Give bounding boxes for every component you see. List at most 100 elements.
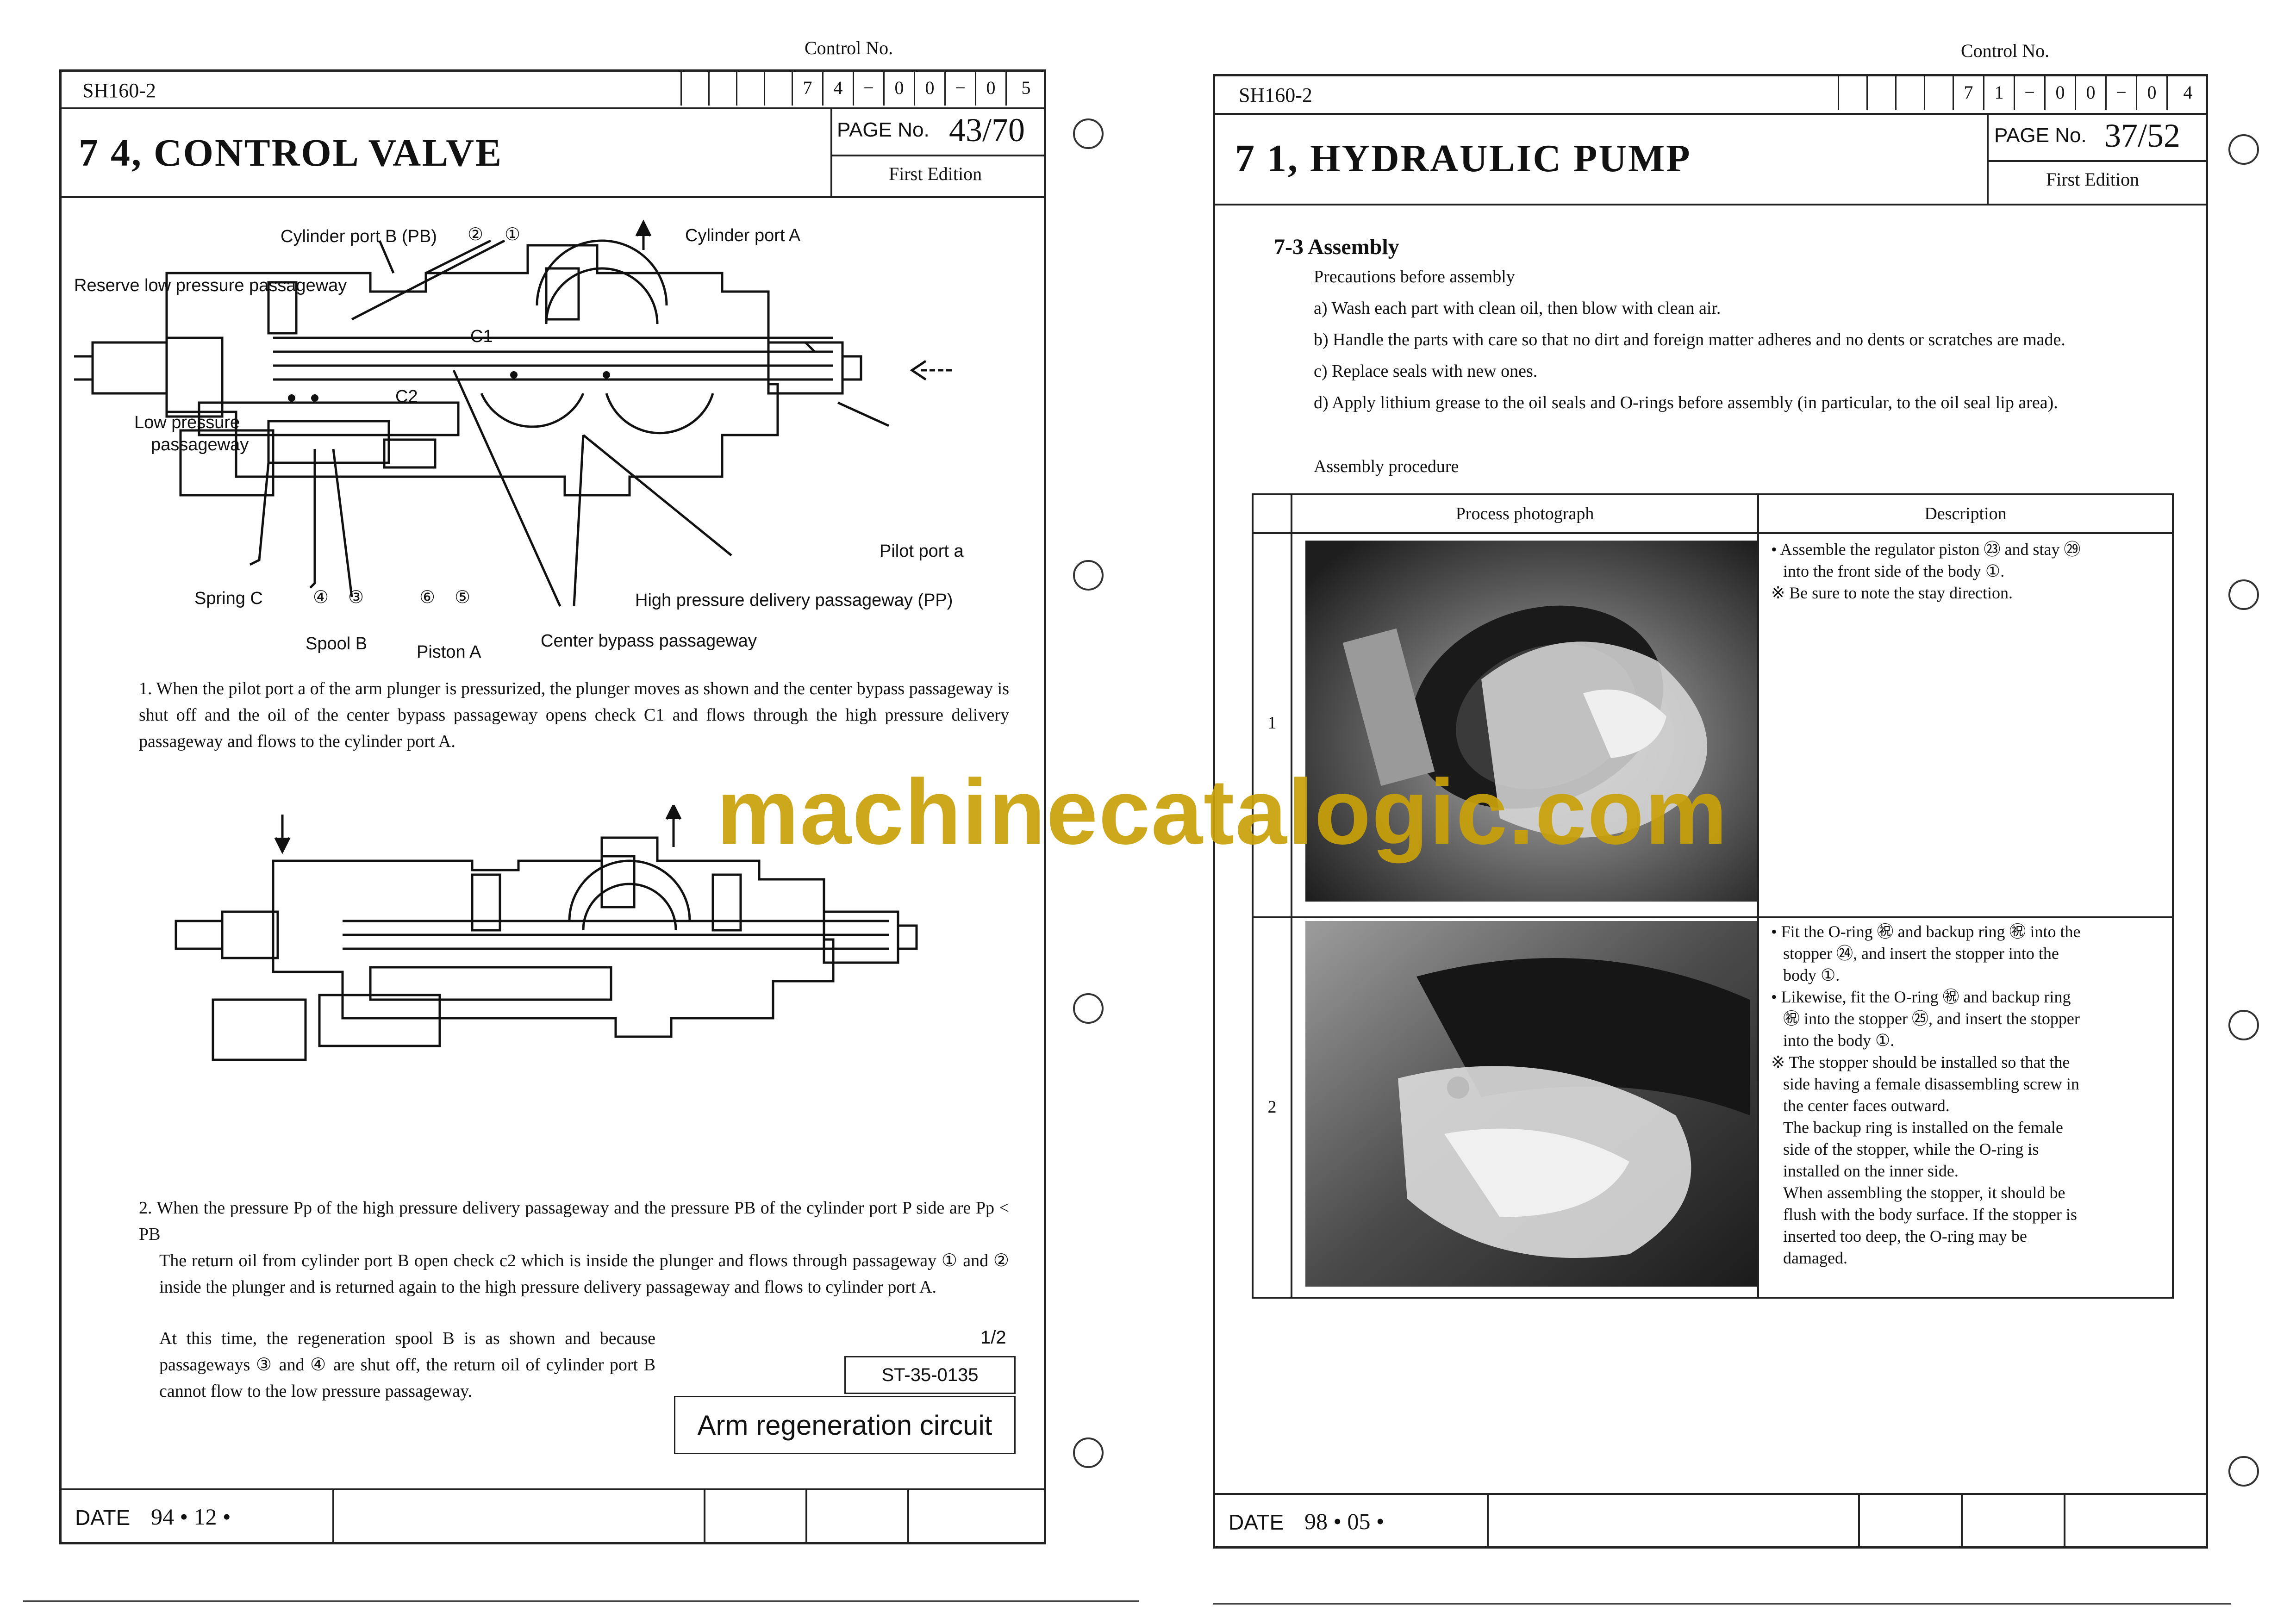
page-title: 7 1, HYDRAULIC PUMP (1235, 137, 1691, 180)
desc-line: damaged. (1783, 1249, 1847, 1267)
photo-1-image (1305, 541, 1757, 902)
control-cell-blank (1866, 74, 1895, 110)
label-c2: C2 (395, 387, 418, 406)
table-row-divider (1254, 532, 2172, 534)
table-col-divider (1757, 495, 1759, 1297)
binder-hole (1073, 560, 1104, 591)
model-number: SH160-2 (1239, 84, 1312, 106)
desc-line: • Fit the O-ring ㊗ and backup ring ㊗ int… (1771, 922, 2081, 941)
desc-line: The backup ring is installed on the fema… (1783, 1118, 2063, 1137)
step-2-description: • Fit the O-ring ㊗ and backup ring ㊗ int… (1771, 921, 2169, 1269)
control-cell-digit: 7 (792, 69, 822, 106)
control-cell-digit: 0 (975, 69, 1005, 106)
model-number: SH160-2 (82, 79, 156, 102)
control-cell-digit: 0 (883, 69, 914, 106)
paragraph-2: 2. When the pressure Pp of the high pres… (139, 1195, 1009, 1300)
title-divider (1987, 113, 1989, 204)
precaution-item: d) Apply lithium grease to the oil seals… (1314, 393, 2058, 412)
label-num-5: ⑤ (455, 588, 471, 607)
desc-line: side of the stopper, while the O-ring is (1783, 1140, 2039, 1158)
process-photo-2 (1305, 921, 1757, 1287)
page-number: 43/70 (949, 112, 1025, 149)
date-value: 98 • 05 • (1304, 1508, 1385, 1534)
desc-line: body ①. (1783, 966, 1840, 984)
label-cylinder-port-b: Cylinder port B (PB) (281, 227, 437, 246)
label-num-1: ① (505, 225, 521, 244)
control-valve-diagram-1 (74, 219, 954, 607)
left-bottom-rule (23, 1600, 1139, 1602)
label-num-2: ② (468, 225, 484, 244)
edition-label: First Edition (889, 163, 982, 184)
control-no-label: Control No. (805, 37, 893, 58)
control-cell-blank (708, 69, 736, 106)
desc-line: ※ Be sure to note the stay direction. (1771, 584, 2013, 602)
desc-line: ※ The stopper should be installed so tha… (1771, 1053, 2070, 1071)
page-title: 7 4, CONTROL VALVE (79, 131, 503, 174)
binder-hole (2228, 579, 2259, 610)
control-cell-blank (1895, 74, 1924, 110)
label-high-pressure-passageway: High pressure delivery passageway (PP) (635, 591, 953, 610)
label-low-pressure-1: Low pressure (134, 413, 240, 432)
date-label: DATE (75, 1506, 131, 1530)
step-1-description: • Assemble the regulator piston ㉓ and st… (1771, 539, 2169, 604)
procedure-title: Assembly procedure (1314, 457, 1459, 476)
reference-title: Arm regeneration circuit (674, 1396, 1016, 1454)
control-cell-dash: − (944, 69, 975, 106)
paragraph-2-line-2: The return oil from cylinder port B open… (159, 1251, 1009, 1297)
date-label: DATE (1229, 1510, 1284, 1534)
desc-line: stopper ㉔, and insert the stopper into t… (1783, 944, 2059, 963)
control-valve-diagram-2 (175, 805, 918, 1061)
footer-cell-divider (1487, 1493, 1489, 1549)
header-divider (59, 107, 1046, 109)
control-cell-digit: 1 (1983, 74, 2014, 110)
reference-code: ST-35-0135 (844, 1356, 1016, 1394)
desc-line: When assembling the stopper, it should b… (1783, 1183, 2065, 1202)
step-number: 1 (1267, 713, 1277, 733)
desc-line: into the front side of the body ①. (1783, 562, 2005, 580)
desc-line: installed on the inner side. (1783, 1162, 1959, 1180)
control-no-label: Control No. (1961, 40, 2050, 61)
label-spool-b: Spool B (306, 634, 368, 653)
binder-hole (2228, 1010, 2259, 1040)
watermark-text: machinecatalogic.com (717, 760, 1728, 864)
desc-line: flush with the body surface. If the stop… (1783, 1205, 2077, 1224)
footer-cell-divider (805, 1488, 807, 1544)
control-cell-digit: 0 (2136, 74, 2166, 110)
control-cell-digit: 0 (2075, 74, 2105, 110)
edition-label: First Edition (2046, 169, 2140, 190)
control-cell-digit: 5 (1005, 69, 1045, 106)
footer-cell-divider (1961, 1493, 1963, 1549)
control-number-grid: 7 1 − 0 0 − 0 4 (1838, 74, 2208, 112)
page-no-divider (1987, 160, 2208, 162)
page-no-label: PAGE No. (837, 118, 930, 141)
desc-line: into the body ①. (1783, 1031, 1895, 1050)
label-center-bypass: Center bypass passageway (541, 631, 757, 651)
control-cell-dash: − (2014, 74, 2044, 110)
control-cell-dash: − (2105, 74, 2136, 110)
sheet-fraction: 1/2 (980, 1327, 1006, 1348)
label-reserve-low-pressure: Reserve low pressure passageway (74, 276, 347, 295)
control-number-grid: 7 4 − 0 0 − 0 5 (680, 69, 1046, 106)
label-cylinder-port-a: Cylinder port A (685, 226, 801, 245)
procedure-table: Process photograph Description 1 (1252, 493, 2174, 1299)
section-title: 7-3 Assembly (1274, 235, 1399, 259)
footer-cell-divider (907, 1488, 909, 1544)
label-low-pressure-2: passageway (151, 435, 249, 454)
title-divider (830, 107, 832, 196)
control-cell-blank (736, 69, 764, 106)
desc-line: inserted too deep, the O-ring may be (1783, 1227, 2027, 1245)
date-value: 94 • 12 • (151, 1504, 231, 1530)
control-cell-blank (680, 69, 708, 106)
control-cell-digit: 0 (914, 69, 944, 106)
paragraph-1: 1. When the pilot port a of the arm plun… (139, 676, 1009, 755)
desc-line: side having a female disassembling screw… (1783, 1075, 2079, 1093)
paragraph-2-line-3: At this time, the regeneration spool B i… (159, 1329, 655, 1401)
page-no-label: PAGE No. (1994, 124, 2087, 147)
label-num-6: ⑥ (419, 588, 436, 607)
header-divider (1213, 113, 2208, 115)
desc-line: • Assemble the regulator piston ㉓ and st… (1771, 540, 2081, 559)
precaution-item: c) Replace seals with new ones. (1314, 361, 1538, 381)
label-spring-c: Spring C (194, 589, 263, 608)
footer-cell-divider (704, 1488, 705, 1544)
binder-hole (2228, 134, 2259, 165)
